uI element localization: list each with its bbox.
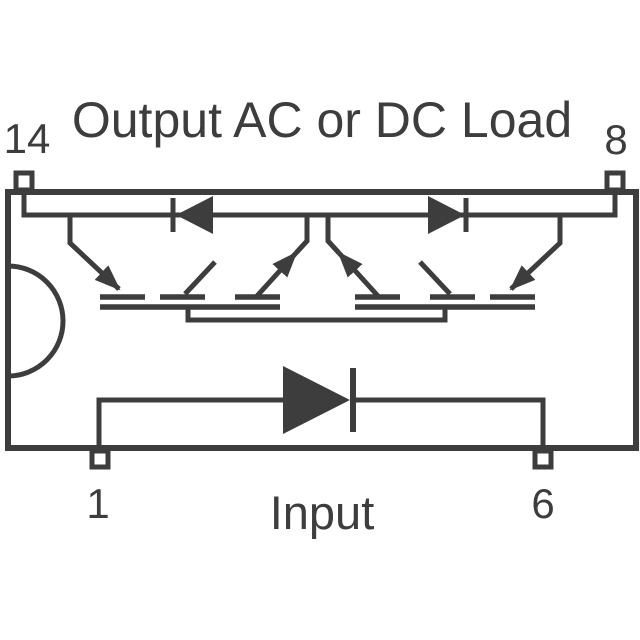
switch-right-drain-arrow [509,215,563,291]
gate-link-wire [185,307,448,323]
diode-right-triangle [428,196,465,234]
rail-diode-left-icon [170,196,213,234]
led-triangle [283,366,350,434]
index-notch-icon [7,263,66,379]
pin-1-label: 1 [86,480,109,527]
package-body [5,189,639,451]
input-led-icon [96,366,546,449]
diode-left-triangle [176,196,213,234]
output-rail-wire [21,192,618,218]
dual-mosfet-switch-icon [67,215,563,323]
output-rail [21,192,618,234]
pin-8-label: 8 [604,116,627,163]
pin-14-label: 14 [4,115,51,162]
switch-left-body-lead [183,260,217,296]
dip-package-outline-icon [5,189,639,451]
pin-6-label: 6 [531,480,554,527]
pin-1-lead [89,448,111,470]
switch-left-drain-arrow [67,215,121,291]
switch-right-source-stub [325,215,341,255]
title-label: Output AC or DC Load [72,92,572,148]
switch-right-source-arrow [337,251,380,298]
pin-14-lead [13,170,35,193]
input-label: Input [270,486,375,539]
switch-left-source-arrow [255,251,298,298]
input-cathode-wire [353,397,546,449]
input-anode-wire [96,397,283,449]
switch-left-source-stub [294,215,310,255]
pin-8-lead [604,170,626,193]
switch-right-body-lead [418,260,452,296]
pin-6-lead [532,448,554,470]
rail-diode-right-icon [428,196,469,234]
